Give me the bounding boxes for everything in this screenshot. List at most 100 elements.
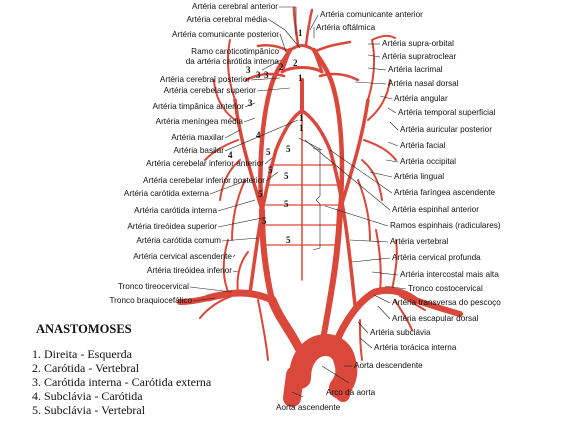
left-subclavian [331,286,419,349]
left-labels: Artéria cerebral anterior Artéria cerebr… [109,2,279,305]
legend-item-2: 2. Carótida - Vertebral [32,361,140,375]
left-internal-carotid [311,47,345,213]
right-external-carotid [233,98,264,212]
label-subclavian: Artéria subclávia [370,328,431,337]
label-middle-cerebral: Artéria cerebral média [186,15,267,24]
label-anterior-communicating: Artéria comunicante anterior [320,10,423,19]
number-1: 1 [299,123,304,133]
right-labels: Artéria comunicante anterior Artéria oft… [316,10,501,352]
descending-aorta [333,378,350,402]
legend-item-1: 1. Direita - Esquerda [32,347,133,361]
right-vertebral [248,110,302,295]
label-descending-aorta: Aorta descendente [354,361,423,370]
legend-title: ANASTOMOSES [36,322,132,336]
label-posterior-cerebral: Artéria cerebral posterior [160,75,250,84]
legend-item-4: 4. Subclávia - Carótida [32,389,143,403]
number-2: 2 [279,62,284,72]
radicular-branches [265,164,339,246]
label-spinal-branches: Ramos espinhais (radiculares) [390,221,501,230]
label-pica: Artéria cerebelar inferior posterior [143,176,265,185]
label-lacrimal: Artéria lacrimal [388,65,443,74]
label-anterior-spinal: Artéria espinhal anterior [392,205,479,214]
left-face-branches [357,34,397,241]
anterior-cerebral [292,6,314,47]
label-aortic-arch: Arco da aorta [326,388,376,397]
label-ophthalmic: Artéria oftálmica [316,23,376,32]
aortic-arch [289,334,358,399]
label-ascending-pharyngeal: Artéria faríngea ascendente [394,188,495,197]
circle-of-willis [280,44,324,74]
number-1: 1 [299,113,304,123]
label-internal-carotid: Artéria carótida interna [134,206,217,215]
label-lingual: Artéria lingual [394,172,444,181]
label-costocervical-trunk: Tronco costocervical [408,284,483,293]
number-5: 5 [284,171,289,181]
label-dorsal-nasal: Artéria nasal dorsal [388,79,459,88]
label-brachiocephalic-trunk: Tronco braquiocefálico [109,296,192,305]
label-superior-thyroid: Artéria tireóidea superior [127,222,217,231]
label-external-carotid: Artéria carótida externa [124,189,210,198]
legend: ANASTOMOSES 1. Direita - Esquerda 2. Car… [32,322,212,417]
number-2: 2 [293,58,298,68]
number-3: 3 [264,70,269,80]
internal-thoracic [257,299,363,361]
posterior-cerebral [244,72,360,82]
label-inferior-thyroid: Artéria tireóidea inferior [147,266,232,275]
label-deep-cervical: Artéria cervical profunda [392,253,481,262]
number-5: 5 [286,144,291,154]
bottom-labels: Aorta descendente Arco da aorta Aorta as… [276,361,423,412]
number-3: 3 [248,98,253,108]
label-middle-meningeal: Artéria meníngea média [156,117,244,126]
right-subclavian [204,289,276,304]
label-caroticotympanic-1: Ramo caroticotimpânico [191,47,279,56]
middle-cerebral [256,40,352,54]
left-vertebral [302,110,357,307]
label-basilar: Artéria basilar [173,146,224,155]
label-highest-intercostal: Artéria intercostal mais alta [400,270,499,279]
leader-lines [189,6,407,398]
label-facial: Artéria facial [400,141,446,150]
label-superficial-temporal: Artéria temporal superficial [398,108,496,117]
number-1: 1 [298,28,303,38]
legend-item-3: 3. Carótida interna - Carótida externa [32,375,212,389]
label-posterior-communicating: Artéria comunicante posterior [172,30,279,39]
label-aica: Artéria cerebelar inferior anterior [146,159,264,168]
number-4: 4 [256,130,261,140]
number-3: 3 [246,65,251,75]
number-3: 3 [256,70,261,80]
label-occipital: Artéria occipital [400,157,456,166]
label-angular: Artéria angular [394,94,448,103]
label-ascending-cervical: Artéria cervical ascendente [133,252,232,261]
number-4: 4 [228,150,233,160]
label-supratrochlear: Artéria supratroclear [382,52,456,61]
thyrocervical-branches [199,239,249,319]
label-ascending-aorta: Aorta ascendente [276,403,341,412]
label-thyrocervical-trunk: Tronco tireocervical [118,282,189,291]
label-maxillary: Artéria maxilar [171,133,224,142]
number-5: 5 [286,235,291,245]
label-posterior-auricular: Artéria auricular posterior [400,125,492,134]
left-common-carotid [319,207,343,348]
ascending-aorta [283,366,304,407]
label-anterior-tympanic: Artéria timpânica anterior [153,102,245,111]
number-1: 1 [298,73,303,83]
legend-item-5: 5. Subclávia - Vertebral [32,403,146,417]
label-dorsal-scapular: Artéria escapular dorsal [392,314,479,323]
left-external-carotid [338,98,370,212]
costocervical-branches [375,229,426,331]
anastomosis-numbers: 1 1 1 1 2 2 3 3 3 3 4 4 5 5 5 5 5 5 5 5 [228,28,304,245]
number-5: 5 [268,165,273,175]
label-common-carotid: Artéria carótida comum [136,236,221,245]
label-transverse-cervical: Artéria transversa do pescoço [392,298,501,307]
label-superior-cerebellar: Artéria cerebelar superior [164,86,257,95]
right-internal-carotid [258,47,293,213]
label-anterior-cerebral: Artéria cerebral anterior [192,2,278,11]
brachiocephalic-trunk [267,295,305,355]
number-5: 5 [258,189,263,199]
label-caroticotympanic-2: da artéria carótida interna [186,57,280,66]
number-5: 5 [284,199,289,209]
label-internal-thoracic: Artéria torácica interna [374,343,457,352]
right-face-branches [204,39,246,241]
